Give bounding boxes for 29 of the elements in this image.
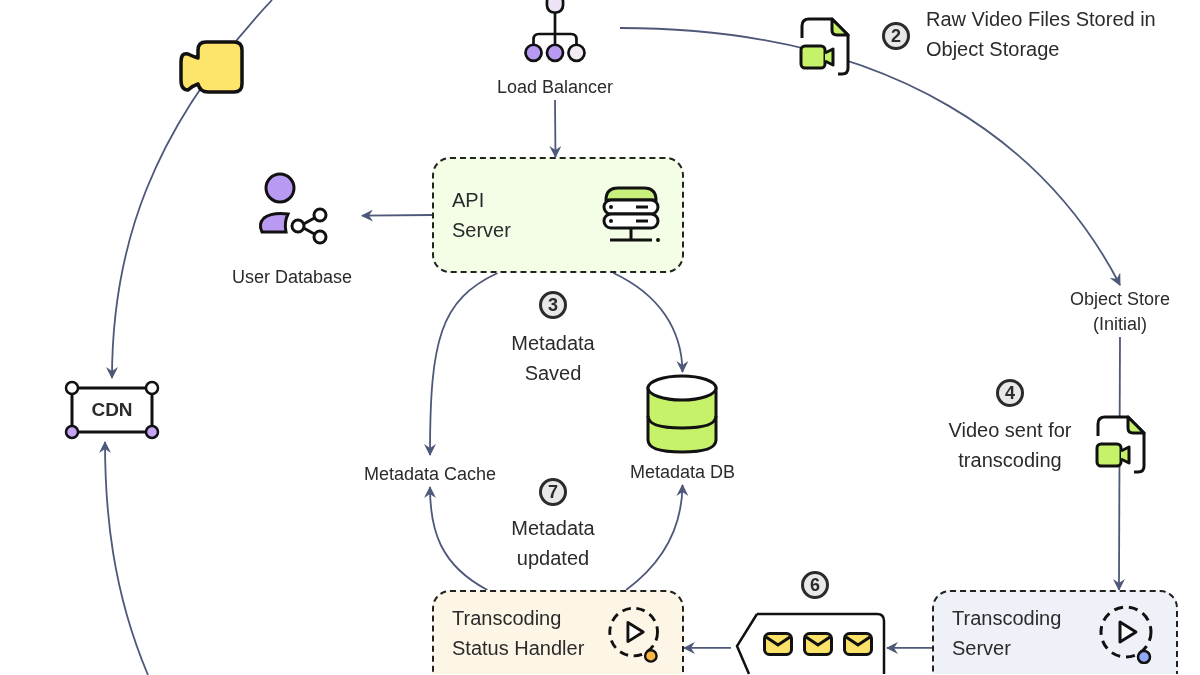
node-label: Load Balancer xyxy=(495,76,615,99)
arrow xyxy=(619,27,1121,286)
node-label: Metadata Cache xyxy=(362,463,498,486)
step-label: Raw Video Files Stored in Object Storage xyxy=(926,7,1157,62)
step-number: 3 xyxy=(539,291,567,319)
arrow xyxy=(625,484,688,591)
node-label: Transcoding Status Handler xyxy=(452,606,586,661)
arrow xyxy=(549,99,562,158)
step-number: 7 xyxy=(539,478,567,506)
arrow xyxy=(424,486,489,591)
arrow xyxy=(612,272,688,373)
step-number: 6 xyxy=(801,571,829,599)
step-label: Metadata updated xyxy=(510,516,596,571)
step-label: Metadata Saved xyxy=(510,331,596,386)
node-label: User Database xyxy=(230,266,354,289)
step-number: 4 xyxy=(996,379,1024,407)
arrow xyxy=(99,441,149,675)
step-number: 2 xyxy=(882,22,910,50)
step-label: Video sent for transcoding xyxy=(947,418,1073,473)
node-label: API Server xyxy=(452,188,512,243)
arrow xyxy=(424,272,499,456)
arrow xyxy=(361,209,433,222)
arrow xyxy=(1113,336,1125,591)
node-label: Metadata DB xyxy=(628,461,737,484)
node-label: Object Store (Initial) xyxy=(1068,288,1171,336)
node-label: Transcoding Server xyxy=(952,606,1063,661)
arrow xyxy=(683,641,732,654)
node-label: CDN xyxy=(91,399,133,421)
arrow xyxy=(886,641,933,654)
